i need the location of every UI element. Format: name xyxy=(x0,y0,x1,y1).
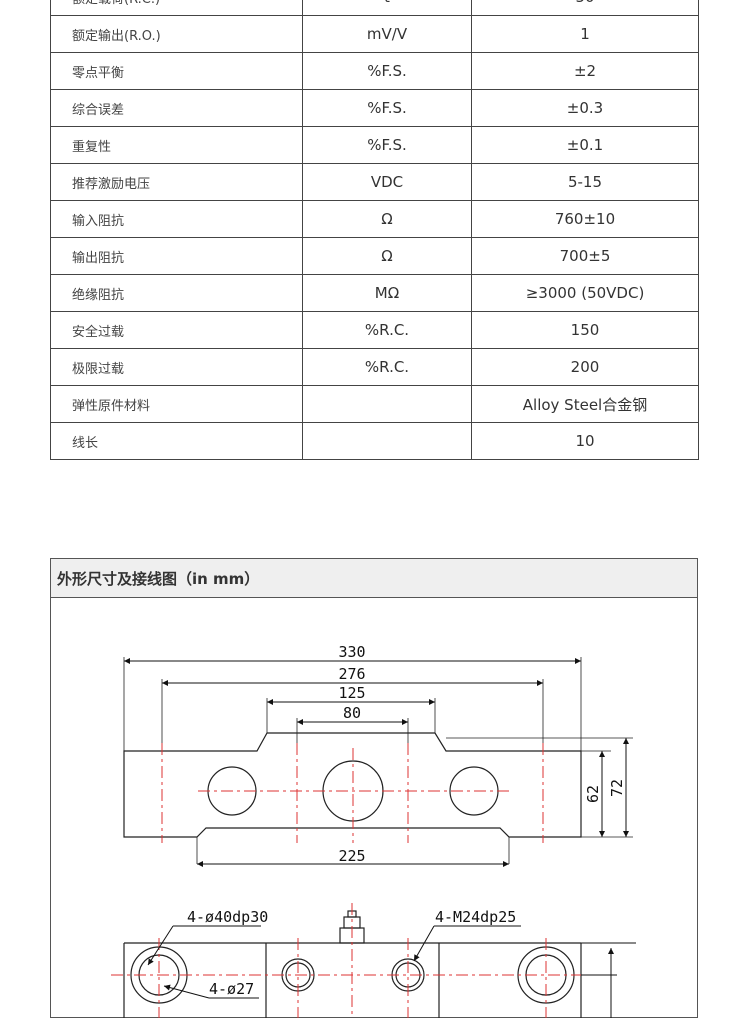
spec-unit: Ω xyxy=(302,237,472,275)
spec-row: 弹性原件材料 Alloy Steel合金钢 xyxy=(50,385,699,423)
spec-unit: %F.S. xyxy=(302,52,472,90)
spec-param: 额定载荷(R.C.) xyxy=(50,0,303,16)
spec-row: 综合误差%F.S.±0.3 xyxy=(50,89,699,127)
spec-value: Alloy Steel合金钢 xyxy=(471,385,699,423)
spec-unit xyxy=(302,422,472,460)
dim-276: 276 xyxy=(338,665,365,683)
spec-param: 线长 xyxy=(50,422,303,460)
spec-unit: %R.C. xyxy=(302,348,472,386)
spec-row: 零点平衡%F.S.±2 xyxy=(50,52,699,90)
spec-row: 线长 10 xyxy=(50,422,699,460)
spec-unit: %F.S. xyxy=(302,89,472,127)
callout-thread: 4-M24dp25 xyxy=(435,908,516,926)
spec-unit: t xyxy=(302,0,472,16)
spec-value: ±2 xyxy=(471,52,699,90)
spec-value: 1 xyxy=(471,15,699,53)
callout-hole: 4-ø40dp30 xyxy=(187,908,268,926)
spec-value: ±0.1 xyxy=(471,126,699,164)
dimension-section-title: 外形尺寸及接线图（in mm） xyxy=(51,559,697,598)
spec-param: 推荐激励电压 xyxy=(50,163,303,201)
spec-param: 额定输出(R.O.) xyxy=(50,15,303,53)
spec-param: 弹性原件材料 xyxy=(50,385,303,423)
spec-row: 重复性%F.S.±0.1 xyxy=(50,126,699,164)
spec-param: 安全过载 xyxy=(50,311,303,349)
spec-unit: VDC xyxy=(302,163,472,201)
spec-param: 综合误差 xyxy=(50,89,303,127)
spec-value: 700±5 xyxy=(471,237,699,275)
top-view-centerlines xyxy=(161,743,544,843)
dim-62: 62 xyxy=(584,785,602,803)
dimension-drawing: 330 276 125 80 225 62 72 xyxy=(111,643,636,1018)
spec-row: 极限过载%R.C.200 xyxy=(50,348,699,386)
spec-unit: MΩ xyxy=(302,274,472,312)
spec-unit: mV/V xyxy=(302,15,472,53)
spec-param: 零点平衡 xyxy=(50,52,303,90)
dim-80: 80 xyxy=(343,704,361,722)
spec-unit xyxy=(302,385,472,423)
spec-value: ≥3000 (50VDC) xyxy=(471,274,699,312)
dimension-section: 外形尺寸及接线图（in mm） xyxy=(50,558,698,1018)
spec-value: 760±10 xyxy=(471,200,699,238)
spec-value: ±0.3 xyxy=(471,89,699,127)
spec-value: 150 xyxy=(471,311,699,349)
spec-unit: %F.S. xyxy=(302,126,472,164)
spec-row: 安全过载%R.C.150 xyxy=(50,311,699,349)
dim-225: 225 xyxy=(338,847,365,865)
spec-row: 额定载荷(R.C.)t50 xyxy=(50,0,699,16)
spec-param: 极限过载 xyxy=(50,348,303,386)
spec-value: 10 xyxy=(471,422,699,460)
spec-value: 5-15 xyxy=(471,163,699,201)
spec-unit: %R.C. xyxy=(302,311,472,349)
spec-param: 绝缘阻抗 xyxy=(50,274,303,312)
spec-param: 输入阻抗 xyxy=(50,200,303,238)
dim-72: 72 xyxy=(608,779,626,797)
dim-330: 330 xyxy=(338,643,365,661)
spec-param: 输出阻抗 xyxy=(50,237,303,275)
dim-125: 125 xyxy=(338,684,365,702)
callout-through: 4-ø27 xyxy=(209,980,254,998)
spec-value: 50 xyxy=(471,0,699,16)
spec-unit: Ω xyxy=(302,200,472,238)
spec-param: 重复性 xyxy=(50,126,303,164)
spec-value: 200 xyxy=(471,348,699,386)
spec-table: 额定载荷(R.C.)t50额定输出(R.O.)mV/V1零点平衡%F.S.±2综… xyxy=(50,0,699,460)
side-view-centerlines xyxy=(111,903,611,1018)
